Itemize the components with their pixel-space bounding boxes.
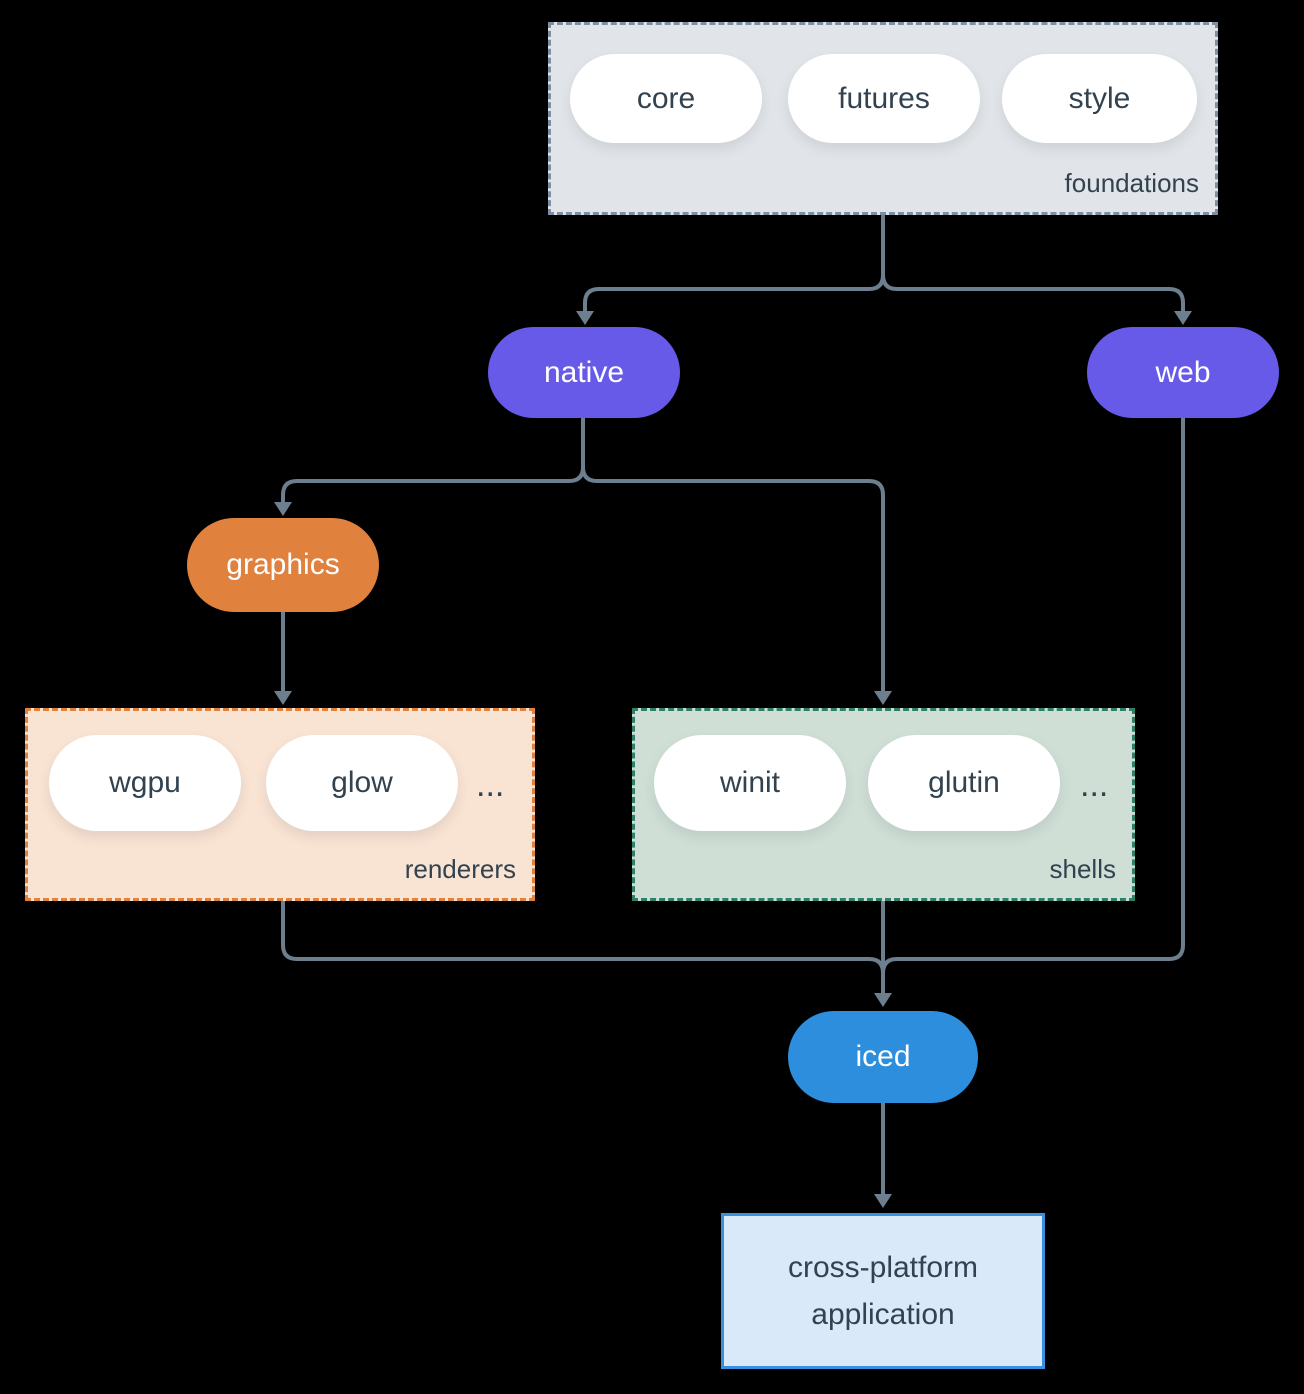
node-glutin-label: glutin <box>928 766 1000 799</box>
arrowhead-web <box>1174 311 1192 325</box>
node-glow-label: glow <box>331 766 393 799</box>
node-glutin: glutin <box>868 735 1060 831</box>
edge-native-graphics <box>281 466 585 502</box>
arrowhead-native <box>576 311 594 325</box>
renderers-ellipsis: ... <box>476 766 505 804</box>
node-web-label: web <box>1155 355 1211 389</box>
node-futures-label: futures <box>838 81 930 115</box>
node-winit-label: winit <box>719 766 780 799</box>
node-native-label: native <box>543 355 625 389</box>
node-native: native <box>488 327 680 418</box>
edge-foundations-native <box>583 274 885 311</box>
edge-native-shells <box>581 466 885 691</box>
node-wgpu-label: wgpu <box>109 766 181 799</box>
foundations-group-label: foundations <box>1064 168 1199 198</box>
node-glow: glow <box>266 735 458 831</box>
shells-group: winit glutin ... shells <box>632 708 1135 901</box>
node-iced-label: iced <box>855 1040 911 1073</box>
arrowhead-shells <box>874 691 892 705</box>
arrowhead-renderers <box>274 691 292 705</box>
arrowhead-application <box>874 1194 892 1208</box>
node-wgpu: wgpu <box>49 735 241 831</box>
node-core-label: core <box>636 81 696 115</box>
arrowhead-iced <box>874 993 892 1007</box>
application-label-line2: application <box>811 1298 955 1331</box>
edge-renderers-iced <box>281 901 885 974</box>
shells-ellipsis: ... <box>1080 766 1109 804</box>
node-graphics: graphics <box>187 518 379 612</box>
edge-foundations-web <box>881 274 1185 311</box>
node-style: style <box>1002 54 1197 143</box>
renderers-group-label: renderers <box>404 854 516 884</box>
node-iced: iced <box>788 1011 978 1103</box>
node-graphics-label: graphics <box>226 548 340 581</box>
arrowhead-graphics <box>274 502 292 516</box>
renderers-group: wgpu glow ... renderers <box>25 708 535 901</box>
application-label-line1: cross-platform <box>787 1251 979 1284</box>
node-futures: futures <box>788 54 980 143</box>
node-winit: winit <box>654 735 846 831</box>
application-node: cross-platform application <box>721 1213 1045 1369</box>
node-style-label: style <box>1068 81 1131 115</box>
node-web: web <box>1087 327 1279 418</box>
foundations-group: core futures style foundations <box>548 22 1218 215</box>
node-core: core <box>570 54 762 143</box>
shells-group-label: shells <box>1049 854 1116 884</box>
